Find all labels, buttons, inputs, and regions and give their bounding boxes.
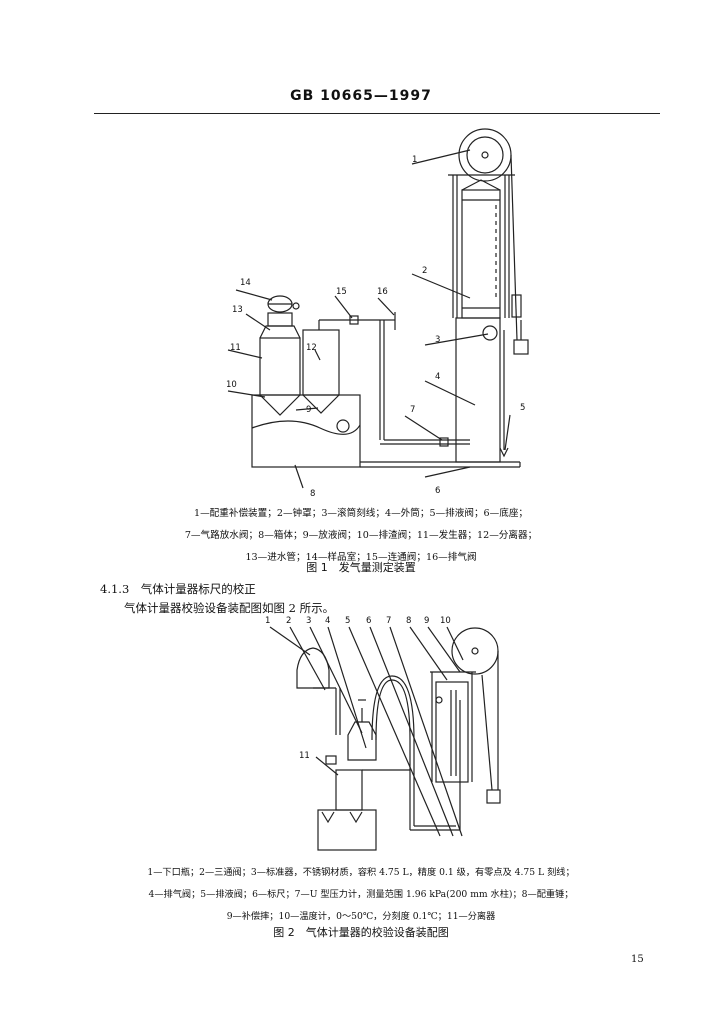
fig2-callout-3: 3	[306, 616, 311, 626]
figure-1-legend: 1—配重补偿装置；2—钟罩；3—滚筒刻线；4—外筒；5—排液阀；6—底座； 7—…	[0, 503, 722, 569]
fig1-callout-9: 9	[306, 405, 311, 415]
fig1-legend-line: 7—气路放水阀；8—箱体；9—放液阀；10—排渣阀；11—发生器；12—分离器；	[184, 530, 538, 541]
fig1-callout-14: 14	[240, 278, 251, 288]
fig2-legend-line: 9—补偿摔；10—温度计，0～50℃，分刻度 0.1℃；11—分离器	[226, 911, 496, 922]
fig2-callout-5: 5	[345, 616, 350, 626]
fig2-callout-8: 8	[406, 616, 411, 626]
fig1-callout-2: 2	[422, 266, 427, 276]
fig2-callout-11: 11	[299, 751, 310, 761]
header-rule	[94, 113, 660, 114]
fig2-legend-line: 1—下口瓶；2—三通阀；3—标准器，不锈钢材质，容积 4.75 L，精度 0.1…	[147, 867, 575, 878]
fig1-callout-5: 5	[520, 403, 525, 413]
figure-1-apparatus-diagram: 1 2 3 4 5 6 7 8 9 10 11 12 13 14 15 16	[226, 128, 529, 499]
fig2-callout-9: 9	[424, 616, 429, 626]
section-paragraph: 气体计量器校验设备装配图如图 2 所示。	[124, 601, 335, 615]
fig2-legend-line: 4—排气阀；5—排液阀；6—标尺；7—U 型压力计，测量范围 1.96 kPa(…	[148, 889, 574, 900]
fig2-callout-6: 6	[366, 616, 371, 626]
fig1-legend-line: 1—配重补偿装置；2—钟罩；3—滚筒刻线；4—外筒；5—排液阀；6—底座；	[193, 508, 529, 519]
fig1-callout-6: 6	[435, 486, 440, 496]
fig1-callout-16: 16	[377, 287, 388, 297]
fig1-callout-1: 1	[412, 155, 417, 165]
fig2-callout-1: 1	[265, 616, 270, 626]
fig2-callout-7: 7	[386, 616, 391, 626]
fig1-legend-line: 13—进水管；14—样品室；15—连通阀；16—排气阀	[245, 552, 477, 563]
fig1-callout-7: 7	[410, 405, 415, 415]
fig1-callout-15: 15	[336, 287, 347, 297]
fig2-callout-10: 10	[440, 616, 451, 626]
fig2-callout-2: 2	[286, 616, 291, 626]
fig1-callout-4: 4	[435, 372, 440, 382]
document-header: GB 10665—1997	[290, 88, 432, 104]
figure-1-caption: 图 1 发气量测定装置	[306, 561, 416, 574]
figure-2-caption: 图 2 气体计量器的校验设备装配图	[273, 926, 449, 939]
fig1-callout-12: 12	[306, 343, 317, 353]
figure-2-legend: 1—下口瓶；2—三通阀；3—标准器，不锈钢材质，容积 4.75 L，精度 0.1…	[0, 862, 722, 928]
fig1-callout-10: 10	[226, 380, 237, 390]
fig1-callout-8: 8	[310, 489, 315, 499]
fig1-callout-13: 13	[232, 305, 243, 315]
fig1-callout-3: 3	[435, 335, 440, 345]
section-heading: 4.1.3 气体计量器标尺的校正	[100, 582, 256, 596]
page-number: 15	[631, 954, 644, 965]
fig1-callout-11: 11	[230, 343, 241, 353]
fig2-callout-4: 4	[325, 616, 330, 626]
